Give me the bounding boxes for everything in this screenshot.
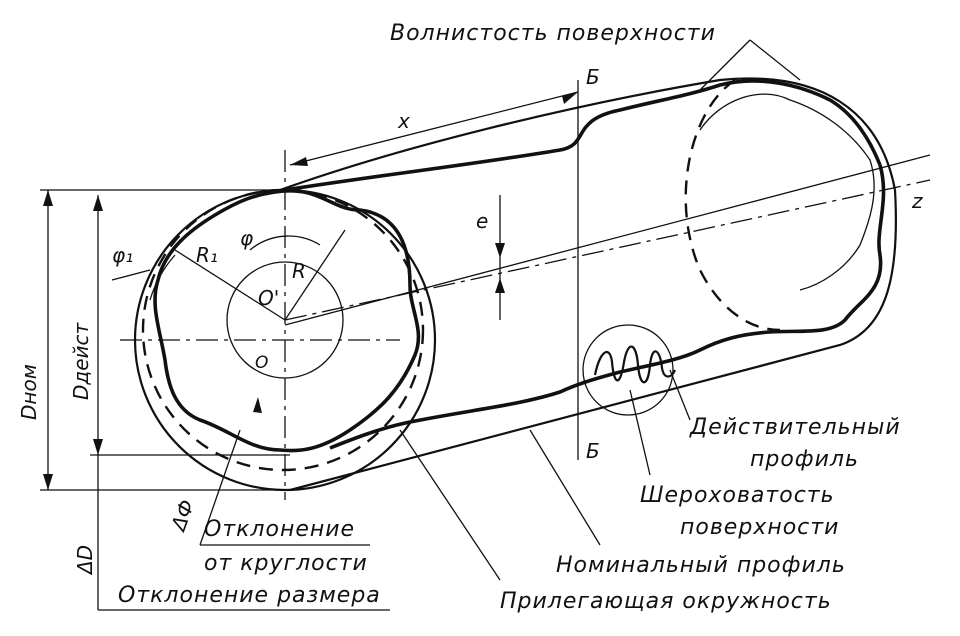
angle-phi1-arc: [149, 254, 176, 301]
label-x: x: [397, 109, 410, 133]
actual-profile-front: [153, 189, 421, 453]
label-d-actual: Dдейст: [69, 321, 93, 400]
roughness-leader: [629, 389, 651, 476]
label-roughness-1: Шероховатость: [640, 483, 835, 508]
x-arrow-right: [562, 92, 578, 104]
radius-R: [284, 229, 346, 321]
adjacent-circle-leader: [399, 429, 501, 581]
roughness-detail-circle: [582, 324, 674, 416]
e-arrow-bottom: [495, 278, 505, 293]
d-act-arrow-bottom: [93, 439, 103, 455]
cylinder-bottom-edge: [289, 189, 897, 492]
label-section-top: Б: [586, 65, 600, 89]
x-dimension-line: [289, 91, 579, 166]
axis-line-main: [284, 154, 931, 326]
actual-profile-top: [284, 79, 882, 192]
actual-profile-leader: [669, 369, 691, 421]
label-nominal-profile: Номинальный профиль: [556, 553, 846, 578]
label-roundness-dev-2: от круглости: [204, 551, 368, 576]
label-O: O: [255, 353, 268, 373]
d-act-arrow-top: [93, 195, 103, 211]
roughness-wave: [593, 345, 677, 384]
e-arrow-top: [495, 243, 505, 258]
label-section-bottom: Б: [586, 439, 600, 463]
actual-profile-bottom: [329, 164, 886, 450]
label-R: R: [292, 259, 306, 283]
adjacent-circle: [141, 188, 425, 472]
phi1-leader: [111, 269, 151, 281]
label-delta-d: ΔD: [73, 545, 97, 576]
d-nom-arrow-bottom: [43, 474, 53, 490]
label-O-prime: O': [258, 286, 279, 310]
axis-line-offset: [284, 179, 931, 321]
label-R1: R₁: [196, 243, 218, 267]
waviness-leader-1: [699, 39, 751, 91]
d-nom-arrow-top: [43, 190, 53, 206]
label-actual-profile-2: профиль: [750, 447, 859, 472]
label-surface-waviness: Волнистость поверхности: [390, 21, 716, 46]
rear-dashed-profile: [684, 79, 781, 332]
cylinder-top-edge: [279, 77, 897, 192]
radius-R1: [174, 249, 286, 321]
angle-phi-arc: [249, 235, 321, 251]
label-roughness-2: поверхности: [680, 515, 839, 540]
label-delta-f: ΔФ: [165, 496, 199, 535]
label-phi: φ: [240, 226, 253, 250]
label-actual-profile-1: Действительный: [689, 415, 901, 440]
x-arrow-left: [290, 157, 308, 166]
nominal-profile-leader: [529, 429, 601, 546]
waviness-leader-2: [749, 39, 801, 81]
label-adjacent-circle: Прилегающая окружность: [500, 589, 832, 614]
label-z: z: [911, 189, 923, 213]
label-e: e: [476, 209, 488, 233]
label-phi1: φ₁: [112, 243, 133, 267]
label-size-deviation: Отклонение размера: [118, 583, 381, 608]
delta-f-arrow: [253, 397, 262, 413]
delta-f-leader: [199, 429, 241, 546]
rear-wave-detail: [699, 93, 875, 291]
label-d-nom: Dном: [17, 364, 41, 420]
label-roundness-dev-1: Отклонение: [204, 517, 355, 542]
